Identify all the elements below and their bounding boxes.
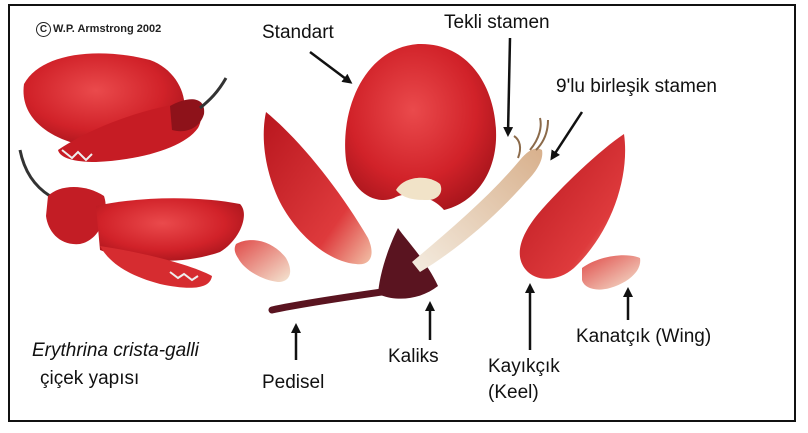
pedisel-stalk — [272, 292, 382, 310]
wing-petal-right — [582, 255, 640, 289]
flower-side-view-top — [23, 53, 226, 162]
label-kayikcik: Kayıkçık — [488, 356, 560, 378]
arrow-birlesik-stamen — [552, 112, 582, 158]
label-keel: (Keel) — [488, 382, 539, 404]
copyright-text: W.P. Armstrong 2002 — [53, 23, 161, 35]
label-birlesik-stamen: 9'lu birleşik stamen — [556, 76, 717, 98]
arrow-tekli-stamen — [508, 38, 510, 134]
label-kaliks: Kaliks — [388, 346, 439, 368]
label-kanatcik: Kanatçık (Wing) — [576, 326, 711, 348]
copyright-symbol: C — [36, 22, 51, 37]
species-name: Erythrina crista-galli — [32, 340, 199, 362]
label-pedisel: Pedisel — [262, 372, 324, 394]
label-tekli-stamen: Tekli stamen — [444, 12, 550, 34]
label-standart: Standart — [262, 22, 334, 44]
flower-side-view-bottom — [20, 150, 244, 288]
arrow-standart — [310, 52, 350, 82]
wing-petal-left — [235, 240, 290, 282]
species-caption: çiçek yapısı — [40, 368, 139, 390]
